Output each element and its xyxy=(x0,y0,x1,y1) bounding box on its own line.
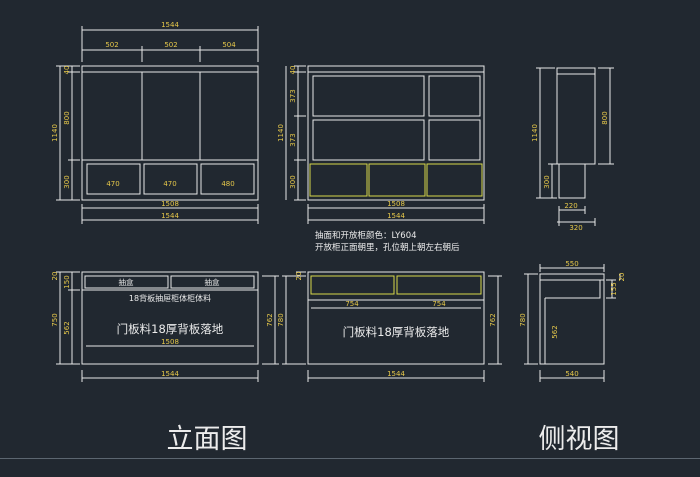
dim-bottom-width: 1544 xyxy=(387,370,405,378)
top-center-elevation xyxy=(285,65,485,224)
dim-right-small: 155 xyxy=(610,282,618,295)
note-door: 门板料18厚背板落地 xyxy=(343,325,450,339)
cabinet-outline xyxy=(81,65,259,201)
note-door: 门板料18厚背板落地 xyxy=(117,322,224,336)
drawer-front xyxy=(143,163,198,195)
side-outline xyxy=(539,273,605,365)
dim-overall-height: 1140 xyxy=(277,124,285,142)
drawer-box xyxy=(84,275,169,289)
dim-drawer-width: 754 xyxy=(432,300,446,308)
dim-lower-height: 562 xyxy=(63,321,71,334)
dim-overall-height: 750 xyxy=(51,313,59,326)
dim-lower-height: 300 xyxy=(543,175,551,188)
dim-left-small: 150 xyxy=(63,275,71,288)
dim-inner-width: 1508 xyxy=(161,338,179,346)
dim-drawer-width: 754 xyxy=(345,300,359,308)
dim-bottom-width: 540 xyxy=(565,370,578,378)
top-center-dimension-labels: 40 373 373 300 1140 1508 1544 xyxy=(277,66,405,220)
top-left-dimension-labels: 1544 502 502 504 40 800 300 1140 470 470… xyxy=(51,21,236,220)
dim-right-height: 762 xyxy=(489,313,497,326)
dim-top-small: 20 xyxy=(295,272,303,281)
side-outline-lower xyxy=(558,163,586,199)
drawer-front xyxy=(200,163,255,195)
note-color: 抽面和开放柜颜色：LY604 xyxy=(315,230,417,241)
dim-upper-height: 800 xyxy=(601,111,609,124)
top-right-side-view xyxy=(536,67,614,226)
open-compartment xyxy=(312,119,425,161)
dim-depth-lower: 220 xyxy=(564,202,577,210)
dim-overall-height: 1140 xyxy=(51,124,59,142)
bottom-left-labels: 150 20 750 562 762 抽盒 抽盒 18背板抽屉柜体柜体料 门板料… xyxy=(51,272,274,378)
dim-division: 504 xyxy=(222,41,236,49)
drawer-front-highlighted xyxy=(309,163,368,197)
top-right-dimension-labels: 1140 800 300 220 320 xyxy=(531,111,609,232)
dim-depth-total: 320 xyxy=(569,224,582,232)
dim-right-height: 762 xyxy=(266,313,274,326)
dim-height-middle: 373 xyxy=(289,133,297,146)
drawer-front-highlighted xyxy=(310,275,395,295)
drawer-front xyxy=(86,163,141,195)
dim-overall-height: 1140 xyxy=(531,124,539,142)
drawer-front-highlighted xyxy=(396,275,482,295)
cabinet-outline xyxy=(81,271,259,365)
open-compartment xyxy=(312,75,425,117)
note-back-panel: 18背板抽屉柜体柜体料 xyxy=(129,293,211,303)
drawer-label: 抽盒 xyxy=(205,277,220,287)
dim-height-lower: 300 xyxy=(63,175,71,188)
dim-height-lower: 300 xyxy=(289,175,297,188)
bottom-center-drawers xyxy=(310,275,482,295)
dim-height-top: 40 xyxy=(289,66,297,75)
dim-top-width: 550 xyxy=(565,260,578,268)
dim-inner-width: 1508 xyxy=(387,200,405,208)
dim-drawer-width: 470 xyxy=(163,180,176,188)
dim-drawer-width: 480 xyxy=(221,180,234,188)
bottom-rule xyxy=(0,458,700,459)
bottom-left-plan xyxy=(56,271,279,382)
title-side-view: 侧视图 xyxy=(539,424,620,455)
open-compartment xyxy=(428,75,481,117)
dim-overall-width: 1544 xyxy=(161,21,179,29)
top-left-elevation xyxy=(56,26,259,224)
dim-overall-height: 780 xyxy=(277,313,285,326)
note-orientation: 开放柜正面朝里，孔位朝上朝左右朝后 xyxy=(315,242,460,253)
dim-height-top: 40 xyxy=(63,66,71,75)
bottom-right-labels: 550 155 20 780 562 540 xyxy=(519,260,626,378)
side-outline-upper xyxy=(556,67,596,165)
drawer-label: 抽盒 xyxy=(119,277,134,287)
title-elevation: 立面图 xyxy=(167,424,248,455)
dim-inner-width: 1508 xyxy=(161,200,179,208)
dim-right-top: 20 xyxy=(618,273,626,282)
bottom-center-labels: 20 780 762 754 754 门板料18厚背板落地 1544 xyxy=(277,272,497,378)
dim-left-top: 20 xyxy=(51,272,59,281)
dim-division: 502 xyxy=(164,41,177,49)
dim-inner-height: 562 xyxy=(551,325,559,338)
drawer-front-highlighted xyxy=(426,163,483,197)
cabinet-outline xyxy=(307,65,485,201)
cabinet-outline xyxy=(307,271,485,365)
dim-bottom-width: 1544 xyxy=(161,212,179,220)
dim-bottom-width: 1544 xyxy=(387,212,405,220)
dim-height-upper: 800 xyxy=(63,111,71,124)
bottom-center-plan xyxy=(282,271,502,382)
drawer-front-highlighted xyxy=(368,163,426,197)
top-center-drawers xyxy=(309,163,483,197)
dim-height-upper: 373 xyxy=(289,89,297,102)
bottom-right-side-section xyxy=(524,264,621,382)
dim-overall-height: 780 xyxy=(519,313,527,326)
top-center-notes: 抽面和开放柜颜色：LY604 开放柜正面朝里，孔位朝上朝左右朝后 xyxy=(315,230,460,253)
dim-bottom-width: 1544 xyxy=(161,370,179,378)
drawer-box xyxy=(170,275,255,289)
dim-drawer-width: 470 xyxy=(106,180,119,188)
open-compartment xyxy=(428,119,481,161)
dim-division: 502 xyxy=(105,41,118,49)
